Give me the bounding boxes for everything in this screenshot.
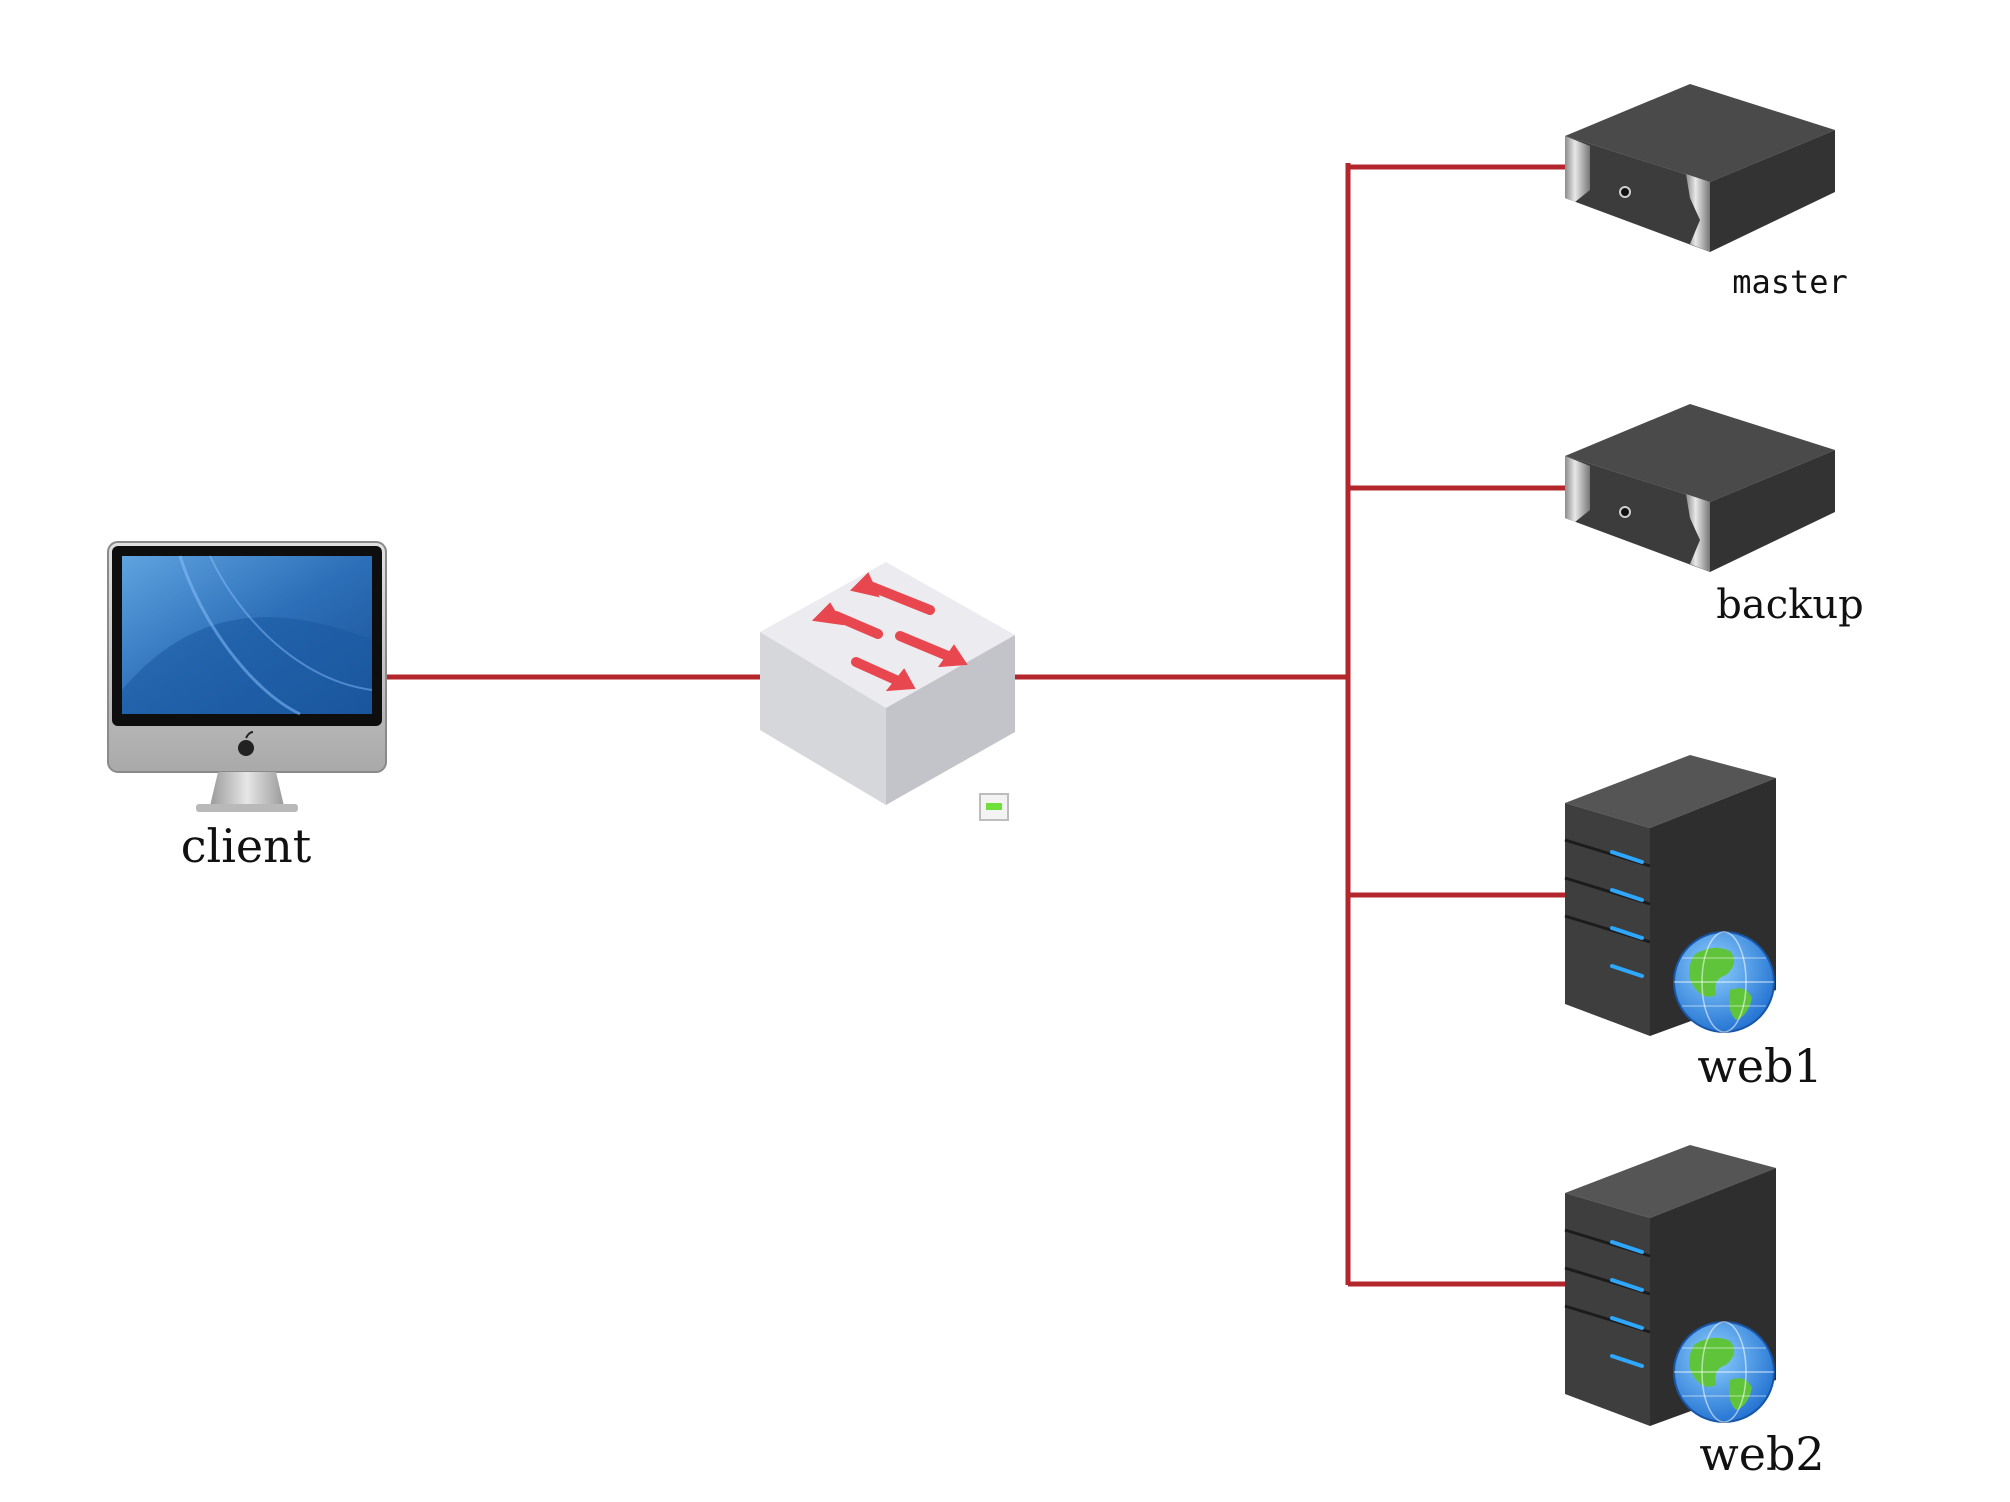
web1-node[interactable]: web1	[1564, 755, 1823, 1093]
switch-arrows-icon	[811, 572, 968, 692]
status-led-icon	[979, 793, 1009, 821]
backup-label: backup	[1716, 582, 1863, 628]
backup-node[interactable]: backup	[1565, 404, 1864, 628]
web-server-icon	[1564, 1145, 1776, 1426]
network-switch-icon	[760, 562, 1015, 821]
apple-logo-icon	[238, 731, 254, 756]
master-label: master	[1732, 263, 1848, 301]
switch-node[interactable]	[760, 562, 1015, 821]
web-server-icon	[1564, 755, 1776, 1036]
desktop-monitor-icon	[107, 541, 387, 812]
rack-server-icon	[1565, 404, 1835, 572]
globe-icon	[1673, 1321, 1775, 1423]
web2-label: web2	[1699, 1427, 1824, 1481]
rack-server-icon	[1565, 84, 1835, 252]
web1-label: web1	[1697, 1039, 1822, 1093]
web2-node[interactable]: web2	[1564, 1145, 1825, 1481]
globe-icon	[1673, 931, 1775, 1033]
led-strips	[1610, 850, 1644, 978]
client-label: client	[181, 819, 312, 873]
client-node[interactable]: client	[107, 541, 387, 873]
network-links	[386, 163, 1565, 1287]
led-strips	[1610, 1240, 1644, 1368]
master-node[interactable]: master	[1565, 84, 1848, 301]
